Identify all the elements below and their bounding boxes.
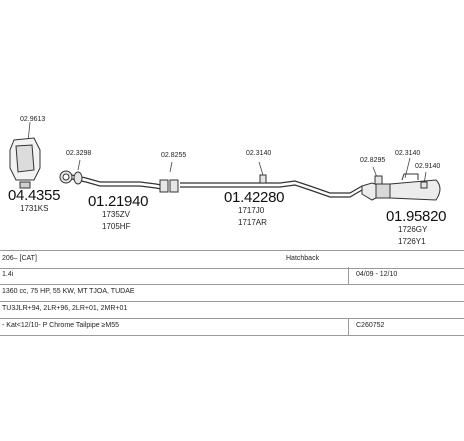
table-row: 1.4i 04/09 - 12/10 — [0, 267, 464, 285]
engine-cell: 1.4i — [2, 271, 14, 278]
engine-spec-cell: 1360 cc, 75 HP, 55 KW, MT TJOA, TUDAE — [2, 288, 135, 295]
model-cell: 206– [CAT] — [2, 255, 37, 262]
part-code: 1735ZV — [102, 210, 131, 219]
part-code: 1705HF — [102, 222, 131, 231]
table-row: 1360 cc, 75 HP, 55 KW, MT TJOA, TUDAE — [0, 284, 464, 302]
body-type-cell: Hatchback — [286, 255, 320, 262]
exhaust-diagram — [9, 121, 441, 201]
part-code: 1731KS — [20, 204, 49, 213]
clamp-2 — [159, 179, 179, 193]
hanger-1 — [259, 174, 267, 184]
part-number: 01.95820 — [386, 208, 447, 225]
part-code: 1726Y1 — [398, 237, 426, 246]
ref-number: 02.9613 — [20, 116, 46, 123]
ref-number: 02.8255 — [161, 152, 187, 159]
ref-number: 02.3298 — [66, 150, 92, 157]
dates-cell: 04/09 - 12/10 — [356, 271, 398, 278]
front-pipe-flange — [73, 171, 83, 185]
column-divider — [348, 318, 349, 335]
table-row: TU3JLR+94, 2LR+96, 2LR+01, 2MR+01 — [0, 301, 464, 319]
catalytic-converter — [9, 137, 41, 189]
intermediate-pipe — [180, 180, 363, 198]
part-code: 1726GY — [398, 225, 428, 234]
column-divider — [348, 267, 349, 284]
table-row: 206– [CAT] Hatchback — [0, 250, 464, 269]
clamp-1 — [59, 170, 73, 184]
part-number: 01.42280 — [224, 189, 285, 206]
notes-cell: - Kat<12/10- P Chrome Tailpipe ≥M55 — [2, 322, 120, 329]
ref-number: 02.3140 — [246, 150, 272, 157]
ref-number: 02.9140 — [415, 163, 441, 170]
ref-number: 02.3140 — [395, 150, 421, 157]
catalogue-number-cell: C260752 — [356, 322, 385, 329]
part-number: 01.21940 — [88, 193, 149, 210]
rear-silencer — [361, 173, 441, 201]
part-code: 1717AR — [238, 218, 267, 227]
hanger-2 — [374, 175, 428, 189]
ref-number: 02.8295 — [360, 157, 386, 164]
table-row: - Kat<12/10- P Chrome Tailpipe ≥M55 C260… — [0, 318, 464, 336]
front-pipe — [71, 174, 167, 191]
engine-codes-cell: TU3JLR+94, 2LR+96, 2LR+01, 2MR+01 — [2, 305, 128, 312]
part-number: 04.4355 — [8, 187, 61, 204]
part-code: 1717J0 — [238, 206, 265, 215]
